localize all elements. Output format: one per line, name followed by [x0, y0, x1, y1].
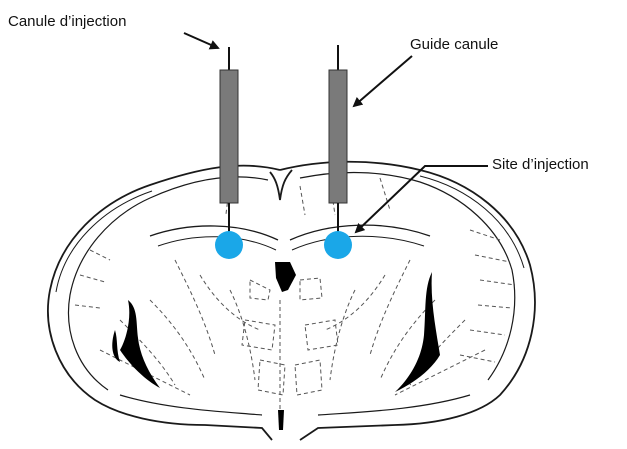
arrow-to-injection-site	[356, 166, 488, 232]
label-guide-cannula: Guide canule	[410, 36, 498, 54]
arrow-to-guide-cannula	[354, 56, 412, 106]
brain-outline	[48, 162, 535, 440]
right-cannula	[324, 45, 352, 259]
right-injection-site-dot	[324, 231, 352, 259]
dashed-regions	[75, 178, 515, 420]
left-injection-site-dot	[215, 231, 243, 259]
label-injection-cannula: Canule d’injection	[8, 13, 126, 31]
arrow-to-injection-cannula	[184, 33, 218, 48]
left-guide-cannula	[220, 70, 238, 203]
left-cannula	[215, 47, 243, 259]
right-guide-cannula	[329, 70, 347, 203]
label-injection-site: Site d’injection	[492, 156, 589, 174]
